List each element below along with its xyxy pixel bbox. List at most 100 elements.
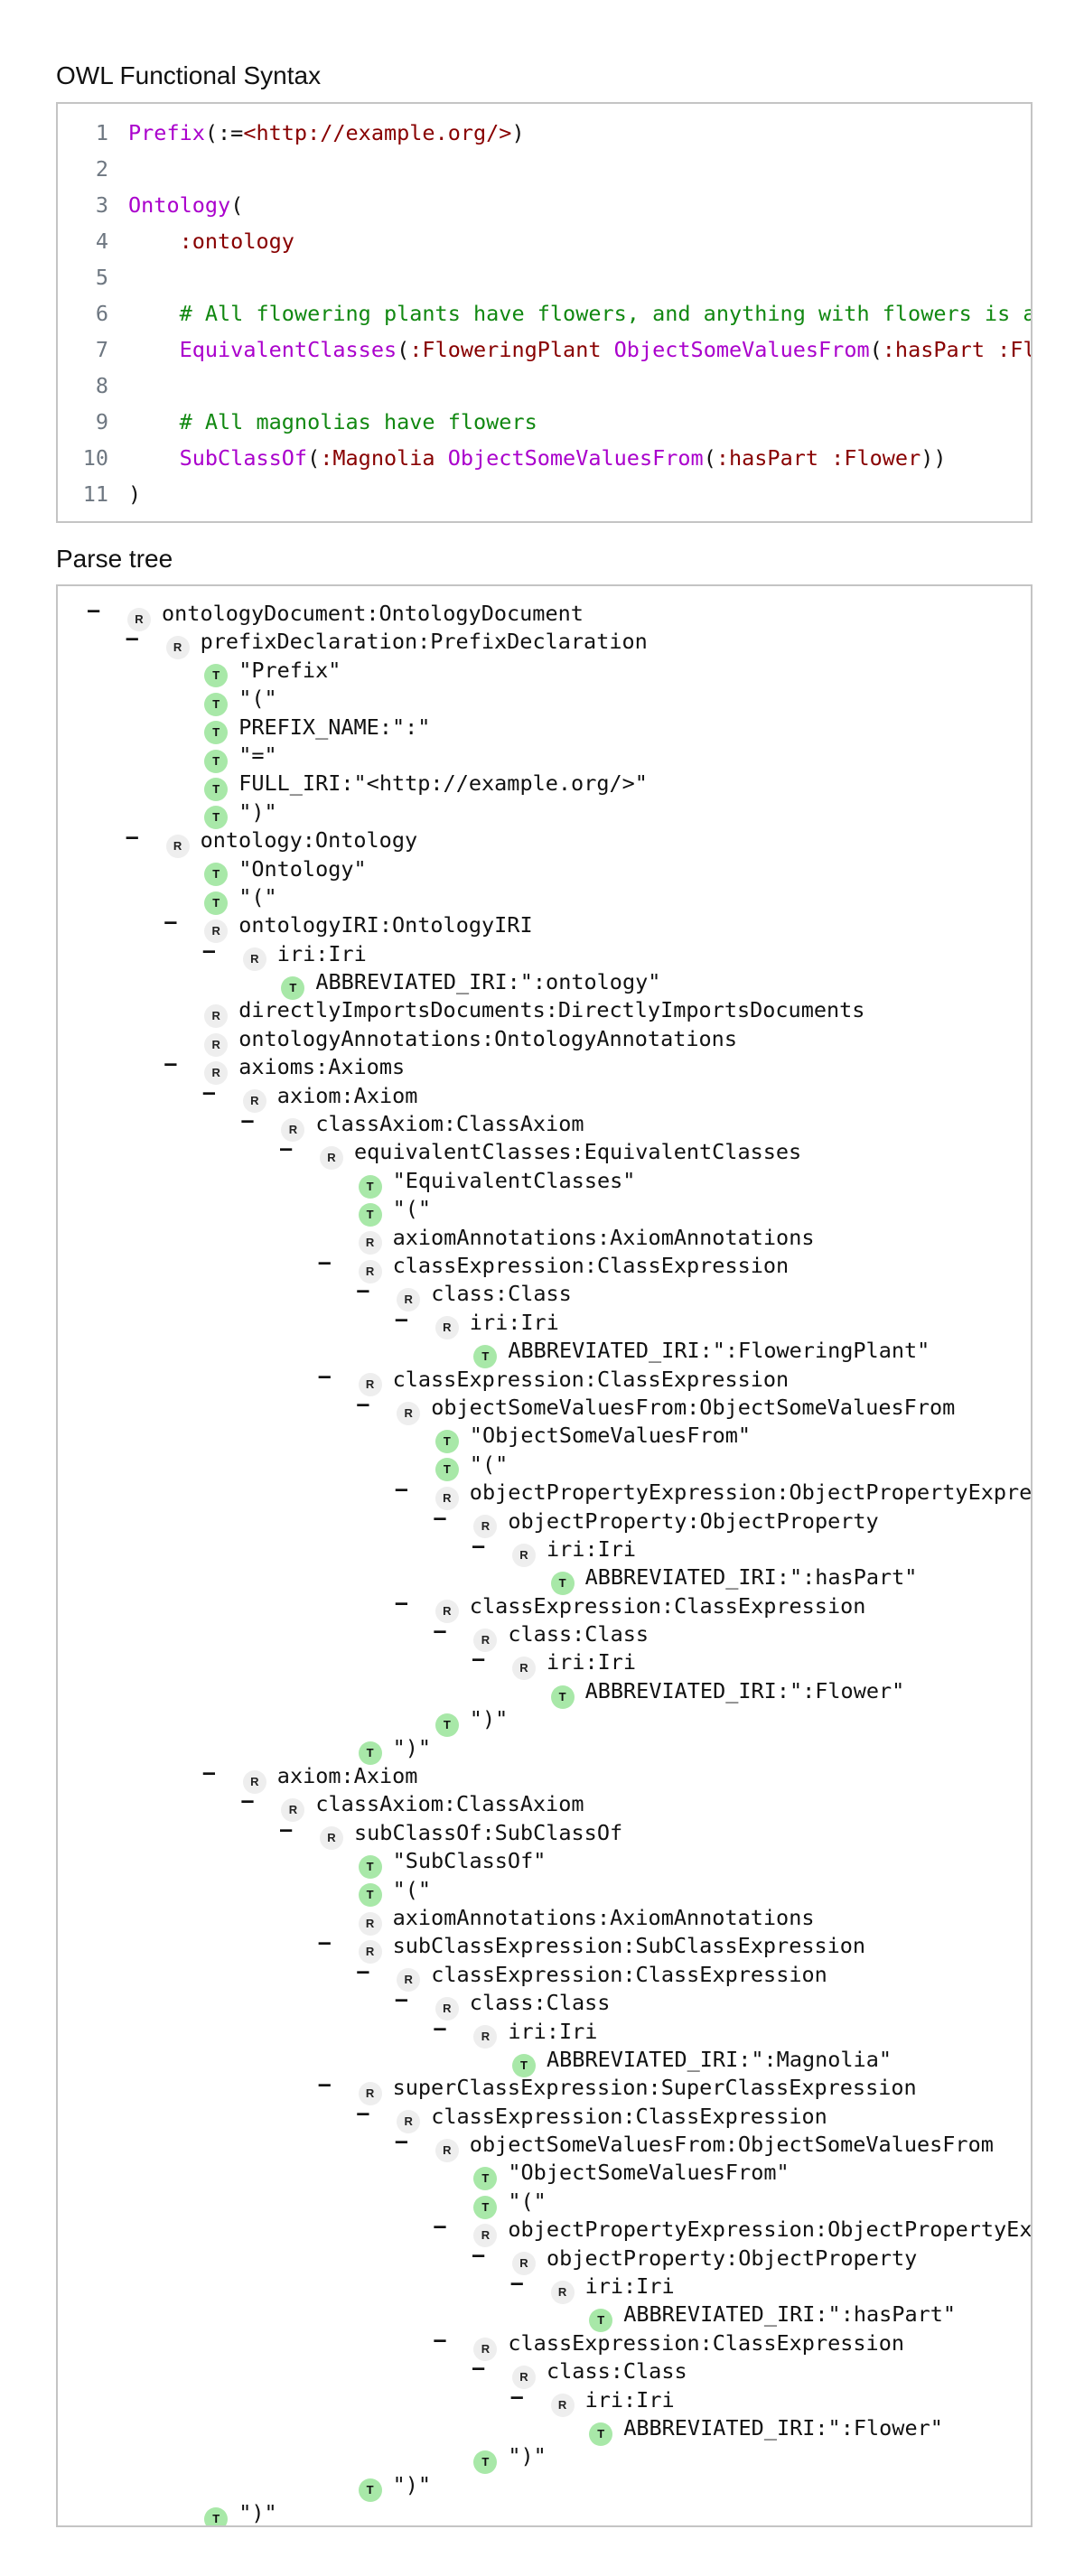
collapse-toggle-icon[interactable]: – — [202, 1762, 216, 1786]
node-label: axiom:Axiom — [276, 1082, 418, 1108]
node-label: classExpression:ClassExpression — [431, 1961, 827, 1987]
terminal-badge-icon: T — [358, 1174, 382, 1199]
line-number: 3 — [95, 192, 108, 218]
code-line[interactable]: 8 — [58, 368, 1031, 404]
collapse-toggle-icon[interactable]: – — [357, 2102, 369, 2125]
node-label: superClassExpression:SuperClassExpressio… — [392, 2075, 917, 2101]
collapse-toggle-icon[interactable]: – — [164, 911, 177, 935]
punctuation-token: )) — [920, 445, 947, 471]
node-label: ")" — [392, 2471, 432, 2497]
collapse-toggle-icon[interactable]: – — [202, 939, 216, 963]
collapse-toggle-icon[interactable]: – — [395, 1308, 408, 1331]
code-line[interactable]: 10 SubClassOf(:Magnolia ObjectSomeValues… — [58, 440, 1031, 476]
collapse-toggle-icon[interactable]: – — [472, 2244, 485, 2267]
code-line[interactable]: 5 — [58, 259, 1031, 295]
code-line[interactable]: 11) — [58, 476, 1031, 512]
terminal-badge-icon: T — [204, 806, 229, 830]
rule-badge-icon: R — [473, 2337, 498, 2361]
collapse-toggle-icon[interactable]: – — [88, 600, 100, 622]
node-label: class:Class — [431, 1281, 572, 1307]
tree-node: T "(" — [58, 1451, 1031, 1482]
terminal-badge-icon: T — [358, 1202, 382, 1227]
rule-badge-icon: R — [358, 1259, 382, 1283]
node-label: "Ontology" — [238, 855, 367, 882]
collapse-toggle-icon[interactable]: – — [318, 1251, 331, 1274]
collapse-toggle-icon[interactable]: – — [434, 2329, 446, 2352]
terminal-badge-icon: T — [435, 1458, 459, 1482]
collapse-toggle-icon[interactable]: – — [434, 2216, 446, 2239]
collapse-toggle-icon[interactable]: – — [126, 628, 138, 651]
code-line[interactable]: 2 — [58, 151, 1031, 187]
collapse-toggle-icon[interactable]: – — [395, 1989, 408, 2012]
node-label: "(" — [469, 1451, 509, 1477]
collapse-toggle-icon[interactable]: – — [202, 1081, 216, 1105]
node-label: ")" — [392, 1734, 432, 1760]
rule-badge-icon: R — [204, 919, 229, 943]
line-number: 10 — [82, 445, 108, 471]
node-label: ontologyAnnotations:OntologyAnnotations — [238, 1025, 737, 1051]
node-label: classAxiom:ClassAxiom — [315, 1791, 584, 1817]
node-label: classExpression:ClassExpression — [431, 2103, 827, 2129]
collapse-toggle-icon[interactable]: – — [164, 1053, 177, 1077]
collapse-toggle-icon[interactable]: – — [280, 1138, 293, 1162]
node-label: "Prefix" — [238, 657, 341, 683]
rule-badge-icon: R — [397, 1288, 421, 1312]
terminal-badge-icon: T — [358, 2478, 382, 2503]
node-label: subClassOf:SubClassOf — [354, 1819, 623, 1845]
node-label: "EquivalentClasses" — [392, 1167, 636, 1193]
line-number: 11 — [82, 481, 108, 507]
collapse-toggle-icon[interactable]: – — [434, 1507, 446, 1530]
collapse-toggle-icon[interactable]: – — [395, 2131, 408, 2154]
code-line[interactable]: 9 # All magnolias have flowers — [58, 404, 1031, 440]
code-line[interactable]: 7 EquivalentClasses(:FloweringPlant Obje… — [58, 331, 1031, 368]
code-line[interactable]: 6 # All flowering plants have flowers, a… — [58, 295, 1031, 331]
code-line[interactable]: 4 :ontology — [58, 223, 1031, 259]
comment-token: # All magnolias have flowers — [179, 409, 537, 434]
collapse-toggle-icon[interactable]: – — [318, 2074, 331, 2097]
node-label: subClassExpression:SubClassExpression — [392, 1933, 866, 1959]
rule-badge-icon: R — [281, 1117, 305, 1142]
collapse-toggle-icon[interactable]: – — [357, 1280, 369, 1303]
collapse-toggle-icon[interactable]: – — [472, 1648, 485, 1672]
tree-node: T ")" — [58, 1705, 1031, 1737]
collapse-toggle-icon[interactable]: – — [472, 2357, 485, 2381]
terminal-badge-icon: T — [512, 2053, 536, 2077]
collapse-toggle-icon[interactable]: – — [318, 1932, 331, 1955]
collapse-toggle-icon[interactable]: – — [126, 826, 138, 850]
collapse-toggle-icon[interactable]: – — [241, 1790, 254, 1814]
collapse-toggle-icon[interactable]: – — [395, 1591, 408, 1615]
collapse-toggle-icon[interactable]: – — [357, 1393, 369, 1416]
node-label: PREFIX_NAME:":" — [238, 714, 431, 740]
terminal-badge-icon: T — [435, 1713, 459, 1737]
collapse-toggle-icon[interactable]: – — [472, 1535, 485, 1558]
collapse-toggle-icon[interactable]: – — [395, 1479, 408, 1502]
collapse-toggle-icon[interactable]: – — [510, 2385, 523, 2409]
collapse-toggle-icon[interactable]: – — [510, 2273, 523, 2296]
comment-token: # All flowering plants have flowers, and… — [179, 301, 1031, 326]
collapse-toggle-icon[interactable]: – — [318, 1365, 331, 1388]
collapse-toggle-icon[interactable]: – — [241, 1110, 254, 1134]
collapse-toggle-icon[interactable]: – — [280, 1818, 293, 1842]
node-label: ")" — [469, 1706, 509, 1732]
node-label: "SubClassOf" — [392, 1848, 547, 1874]
collapse-toggle-icon[interactable]: – — [434, 2017, 446, 2040]
node-label: classExpression:ClassExpression — [469, 1592, 866, 1619]
collapse-toggle-icon[interactable]: – — [434, 1620, 446, 1644]
node-label: iri:Iri — [469, 1309, 559, 1335]
tree-node: T"Prefix" — [58, 657, 1031, 688]
collapse-toggle-icon[interactable]: – — [357, 1960, 369, 1983]
